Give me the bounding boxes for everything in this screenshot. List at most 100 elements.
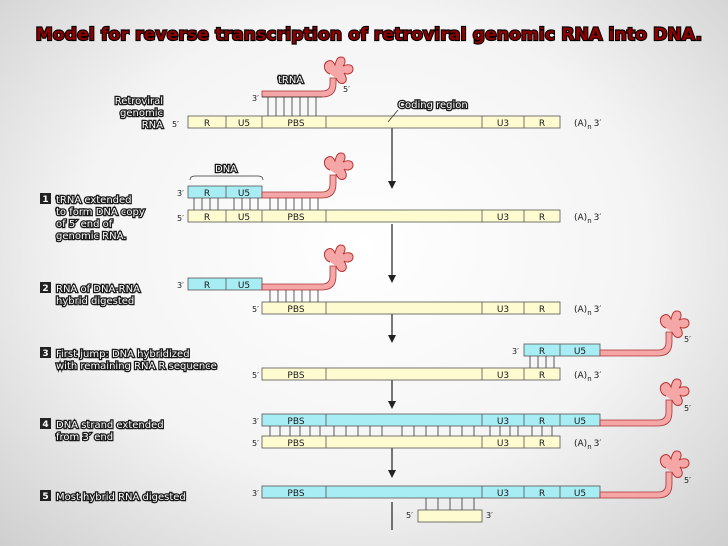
svg-text:2: 2 (42, 284, 48, 294)
step-3-badge (40, 347, 51, 358)
step-1-text-4: genomic RNA. (56, 231, 126, 242)
step-1-text-2: to form DNA copy (56, 207, 145, 218)
dna-label: DNA (215, 164, 237, 175)
svg-text:R: R (539, 213, 545, 223)
retroviral-label-2: genomic (120, 108, 163, 119)
svg-text:R: R (539, 417, 545, 427)
svg-text:5′: 5′ (177, 214, 184, 223)
step-2-cloverleaf-icon (323, 244, 354, 273)
trna-5prime: 5′ (343, 85, 350, 94)
rna-5prime: 5′ (172, 120, 179, 129)
svg-text:PBS: PBS (287, 213, 304, 223)
svg-text:U3: U3 (497, 213, 509, 223)
svg-text:(A)n3′: (A)n3′ (574, 213, 601, 225)
svg-text:5′: 5′ (684, 404, 691, 413)
trna-basepair-ticks (267, 97, 317, 116)
step-2-text-2: hybrid digested (56, 296, 134, 307)
step-2: 2 RNA of DNA-RNA hybrid digested 3′ R U5… (40, 244, 601, 317)
step-5: 5 Most hybrid RNA digested 3′ PBS U3 R U… (40, 450, 691, 523)
step-4-trna (599, 399, 673, 427)
svg-text:U5: U5 (238, 281, 250, 291)
svg-text:U5: U5 (238, 189, 250, 199)
svg-text:R: R (204, 189, 210, 199)
step-4-text-2: from 3′ end (56, 432, 113, 443)
step-3-cloverleaf-icon (659, 310, 690, 339)
svg-text:U3: U3 (497, 417, 509, 427)
step-4: 4 DNA strand extended from 3′ end 3′ PBS… (40, 378, 691, 451)
svg-text:3′: 3′ (177, 281, 184, 290)
svg-text:PBS: PBS (287, 305, 304, 315)
svg-text:3′: 3′ (486, 511, 493, 520)
svg-text:5′: 5′ (406, 511, 413, 520)
step-1-text-3: of 5′ end of (56, 219, 113, 230)
svg-text:R: R (539, 439, 545, 449)
step-3: 3 First jump: DNA hybridized with remain… (40, 310, 691, 383)
step-5-cloverleaf-icon (659, 450, 690, 479)
coding-region-label: Coding region (398, 100, 468, 111)
svg-text:5′: 5′ (252, 305, 259, 314)
step-4-badge (40, 418, 51, 429)
step-2-trna (261, 265, 337, 291)
svg-text:U5: U5 (574, 347, 586, 357)
step-2-text-1: RNA of DNA-RNA (56, 284, 140, 295)
svg-text:U5: U5 (574, 489, 586, 499)
trna-3prime: 3′ (252, 94, 259, 103)
svg-text:PBS: PBS (287, 371, 304, 381)
svg-text:R: R (539, 489, 545, 499)
svg-text:3′: 3′ (252, 489, 259, 498)
step-4-cloverleaf-icon (659, 378, 690, 407)
svg-text:PBS: PBS (287, 417, 304, 427)
step-1-dna-strand (187, 185, 263, 199)
step-2-dna-strand (187, 277, 263, 291)
trna-strand (261, 77, 337, 98)
svg-text:PBS: PBS (287, 439, 304, 449)
svg-text:5′: 5′ (684, 335, 691, 344)
genomic-rna-strand (187, 115, 561, 129)
step-2-rna-strand (261, 301, 561, 315)
step-3-trna (599, 331, 673, 357)
step-1-rna-strand (187, 209, 561, 223)
step-5-dna-strand (261, 485, 601, 499)
step-5-text-1: Most hybrid RNA digested (56, 492, 186, 503)
segment-u3: U3 (497, 119, 509, 129)
step-3-dna-strand (523, 343, 601, 357)
step-3-rna-strand (261, 367, 561, 381)
diagram-title: Model for reverse transcription of retro… (36, 25, 703, 45)
segment-pbs: PBS (287, 119, 304, 129)
svg-text:3′: 3′ (177, 189, 184, 198)
flow-arrows (388, 128, 396, 530)
step-5-trna (599, 471, 673, 499)
retroviral-label-3: RNA (142, 120, 163, 131)
svg-text:(A)n3′: (A)n3′ (574, 439, 601, 451)
svg-text:U5: U5 (238, 213, 250, 223)
step-4-dna-strand (261, 413, 601, 427)
svg-text:U3: U3 (497, 489, 509, 499)
step-1-badge (40, 193, 51, 204)
coding-region-pointer (387, 109, 399, 123)
svg-text:5′: 5′ (252, 371, 259, 380)
step-4-rna-strand (261, 435, 561, 449)
step-3-text-1: First jump: DNA hybridized (56, 349, 190, 360)
step-1-text-1: tRNA extended (56, 195, 132, 206)
segment-r: R (204, 119, 210, 129)
svg-text:U3: U3 (497, 305, 509, 315)
svg-text:4: 4 (42, 420, 48, 430)
svg-text:3: 3 (42, 349, 48, 359)
svg-text:3′: 3′ (512, 347, 519, 356)
trna-cloverleaf-icon (323, 56, 354, 85)
svg-text:U3: U3 (497, 371, 509, 381)
trna-label: tRNA (278, 75, 303, 86)
step-5-rna-fragment (417, 509, 483, 523)
step-1: 1 tRNA extended to form DNA copy of 5′ e… (40, 152, 601, 243)
svg-text:R: R (539, 305, 545, 315)
segment-u5: U5 (238, 119, 250, 129)
svg-text:5: 5 (42, 492, 48, 502)
row-genomic-rna: Retroviral genomic RNA tRNA 3′ 5′ 5′ R U… (113, 56, 601, 132)
svg-text:U3: U3 (497, 439, 509, 449)
step-1-cloverleaf-icon (323, 152, 354, 181)
step-5-badge (40, 490, 51, 501)
step-4-text-1: DNA strand extended (56, 420, 164, 431)
step-3-text-2: with remaining RNA R sequence (56, 361, 217, 372)
svg-text:(A)n3′: (A)n3′ (574, 371, 601, 383)
